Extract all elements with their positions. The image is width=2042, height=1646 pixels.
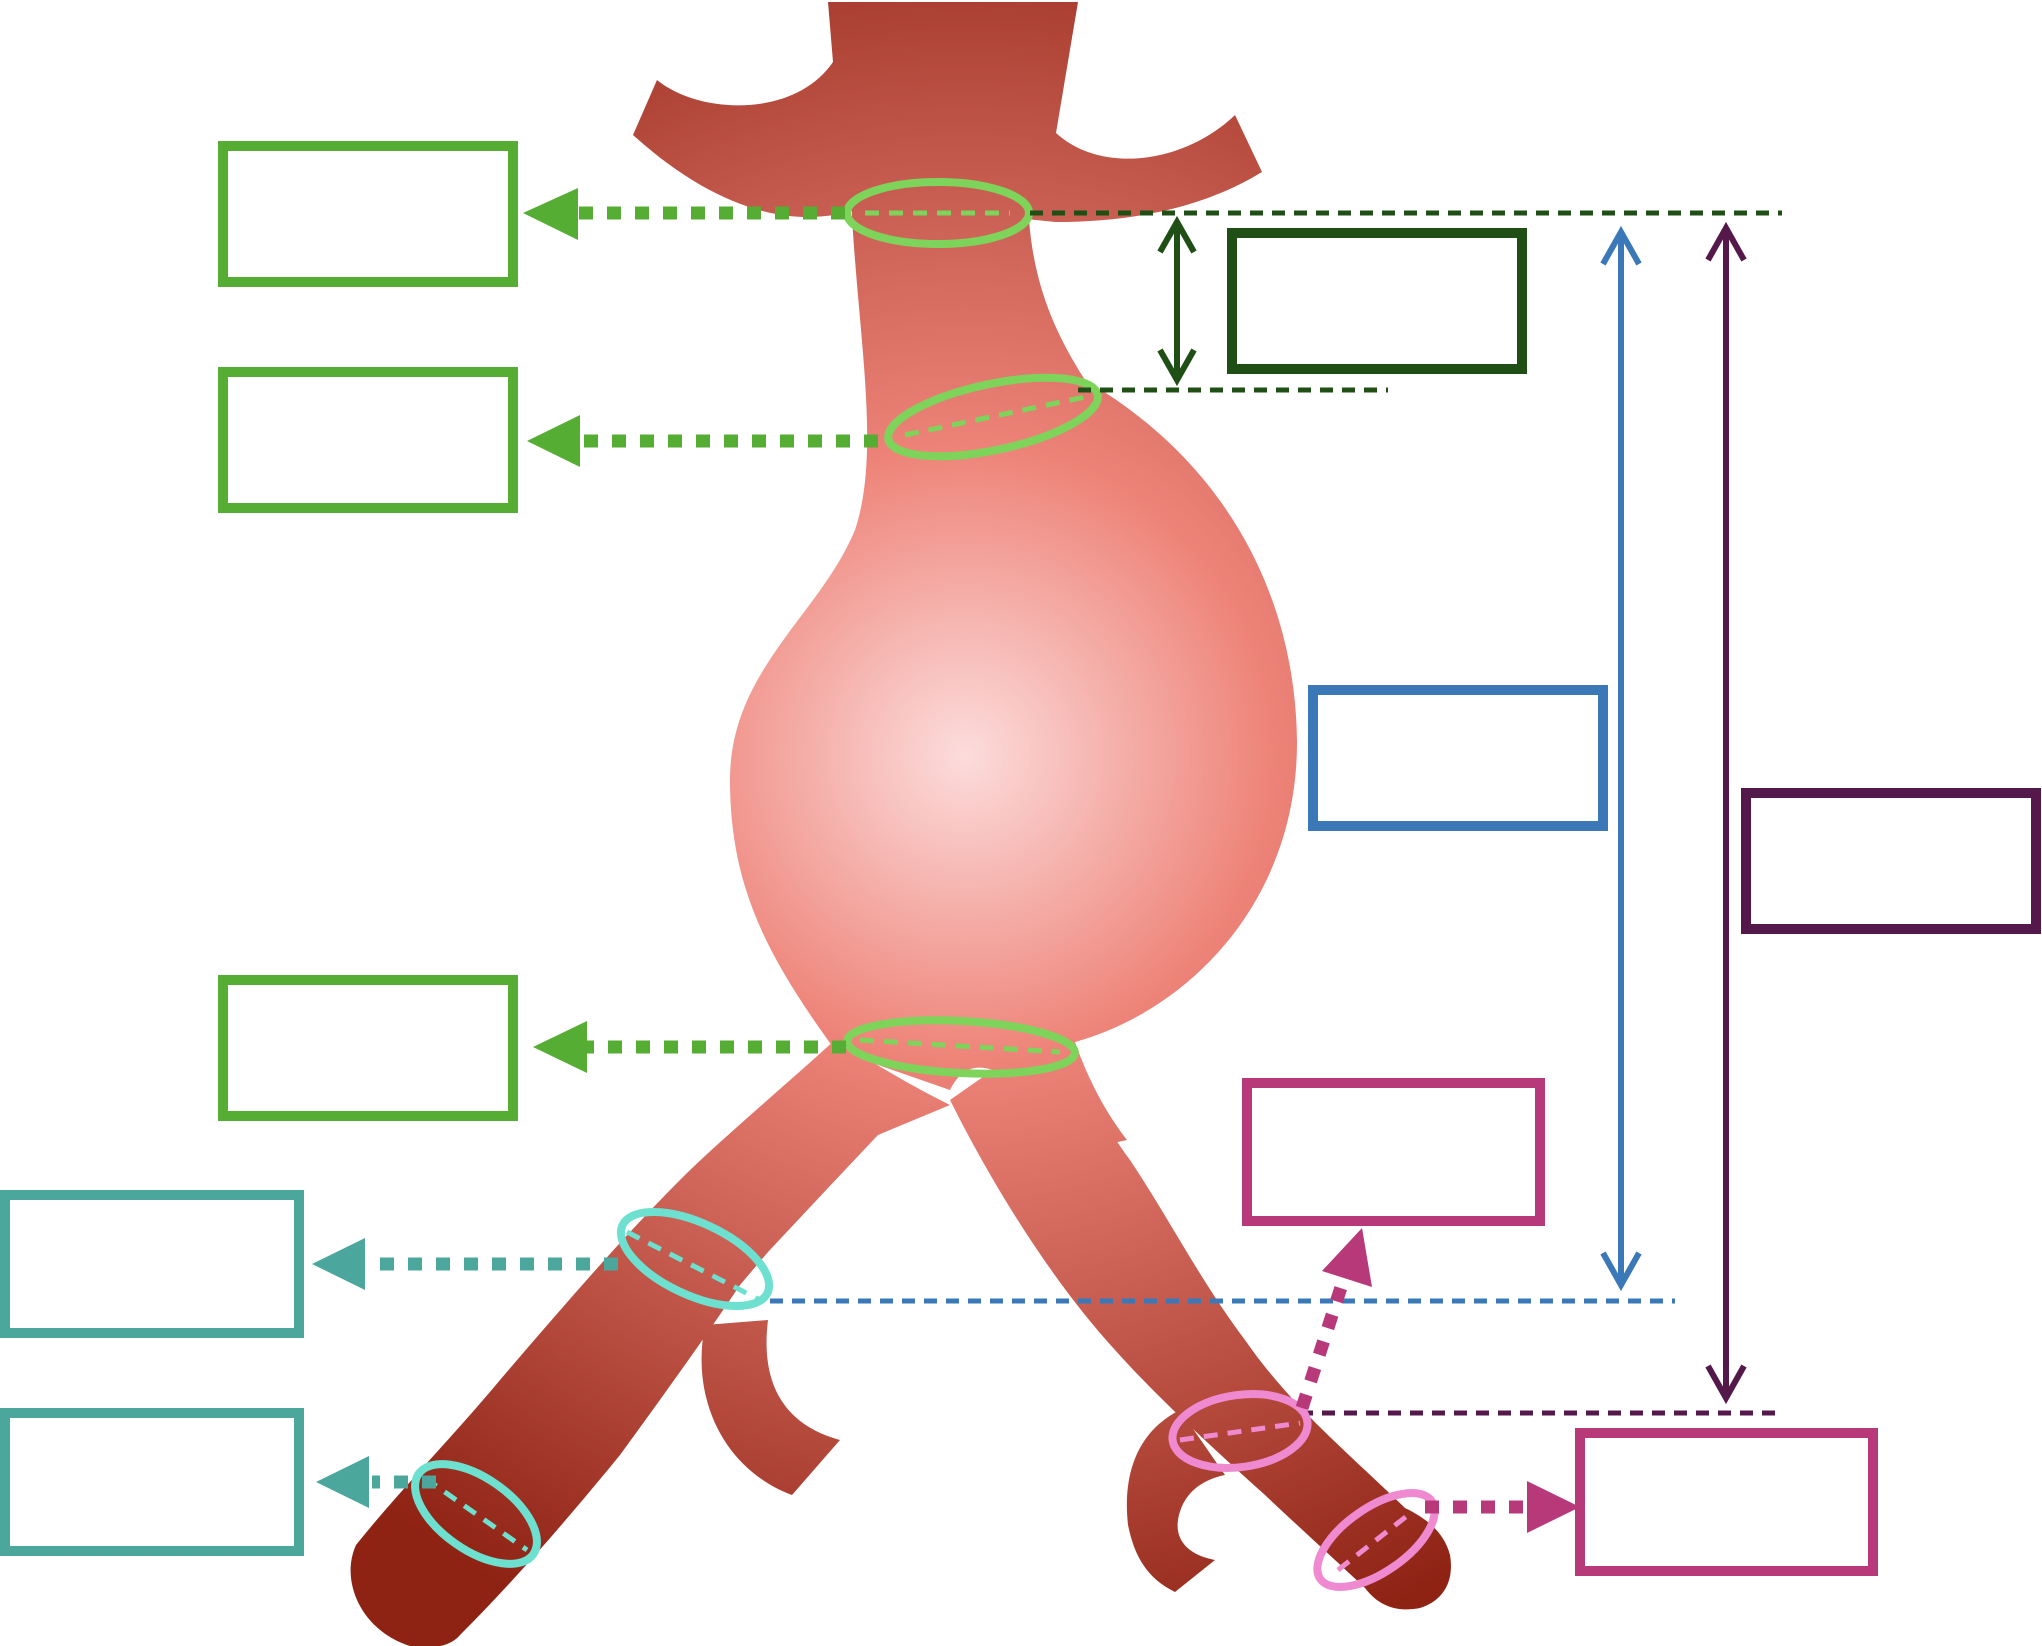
distal-neck-label-box[interactable] bbox=[218, 367, 518, 513]
aorta-vessel bbox=[350, 2, 1451, 1646]
aortic-length-arrow-top bbox=[1600, 225, 1642, 266]
aortic-length-label-box[interactable] bbox=[1308, 685, 1608, 831]
right-iliac-branch bbox=[950, 1060, 1451, 1610]
left-external-iliac-ring bbox=[411, 1460, 541, 1568]
left-external-iliac-marker bbox=[0, 1408, 541, 1568]
proximal-neck-label-box[interactable] bbox=[218, 141, 518, 287]
distal-neck-diameter-line bbox=[904, 394, 1086, 438]
aneurysm-distal-label-box[interactable] bbox=[218, 975, 518, 1121]
neck-length-measure bbox=[1030, 210, 1782, 393]
right-common-iliac-leader bbox=[1295, 1273, 1352, 1410]
right-common-iliac-diameter-line bbox=[1179, 1420, 1301, 1443]
left-common-iliac-marker bbox=[0, 1190, 774, 1338]
total-length-arrow-bottom bbox=[1705, 1364, 1747, 1405]
aortic-top-with-renal-branches bbox=[633, 2, 1262, 222]
aneurysm-distal-ring bbox=[843, 1016, 1079, 1078]
proximal-neck-arrowhead bbox=[523, 188, 578, 240]
right-external-iliac-label-box[interactable] bbox=[1575, 1428, 1878, 1576]
aortic-length-arrow-bottom bbox=[1600, 1251, 1642, 1292]
distal-neck-arrowhead bbox=[527, 415, 580, 467]
left-internal-iliac bbox=[701, 1320, 840, 1495]
total-length-measure bbox=[1300, 221, 2041, 1416]
aneurysm-distal-marker bbox=[218, 975, 1079, 1121]
left-external-iliac-label-box[interactable] bbox=[0, 1408, 304, 1556]
aneurysm-sac bbox=[730, 150, 1298, 1148]
left-common-iliac-ring bbox=[616, 1208, 774, 1310]
neck-length-arrow-bottom bbox=[1157, 348, 1197, 387]
right-common-iliac-arrowhead bbox=[1322, 1228, 1372, 1287]
proximal-neck-ring bbox=[843, 178, 1033, 248]
right-internal-iliac bbox=[1126, 1410, 1225, 1592]
neck-length-label-box[interactable] bbox=[1227, 228, 1527, 374]
right-external-iliac-marker bbox=[1313, 1428, 1878, 1591]
aortic-length-measure bbox=[770, 225, 1675, 1304]
total-length-arrow-top bbox=[1705, 221, 1747, 262]
left-iliac-branch bbox=[350, 1040, 950, 1646]
left-external-iliac-arrowhead bbox=[316, 1456, 369, 1508]
right-common-iliac-marker bbox=[1168, 1078, 1545, 1472]
left-common-iliac-label-box[interactable] bbox=[0, 1190, 304, 1338]
left-external-iliac-diameter-line bbox=[423, 1475, 529, 1553]
right-external-iliac-diameter-line bbox=[1336, 1510, 1414, 1572]
neck-length-arrow-top bbox=[1157, 215, 1197, 254]
distal-neck-marker bbox=[218, 367, 1102, 513]
right-common-iliac-ring bbox=[1168, 1390, 1312, 1472]
left-common-iliac-arrowhead bbox=[312, 1238, 365, 1290]
proximal-neck-marker bbox=[218, 141, 1033, 287]
right-external-iliac-arrowhead bbox=[1527, 1481, 1580, 1533]
distal-neck-ring bbox=[884, 373, 1102, 461]
aneurysm-distal-diameter-line bbox=[859, 1037, 1061, 1055]
right-common-iliac-label-box[interactable] bbox=[1242, 1078, 1545, 1226]
aneurysm-distal-arrowhead bbox=[533, 1021, 587, 1073]
total-length-label-box[interactable] bbox=[1741, 788, 2041, 934]
left-common-iliac-diameter-line bbox=[625, 1229, 762, 1303]
